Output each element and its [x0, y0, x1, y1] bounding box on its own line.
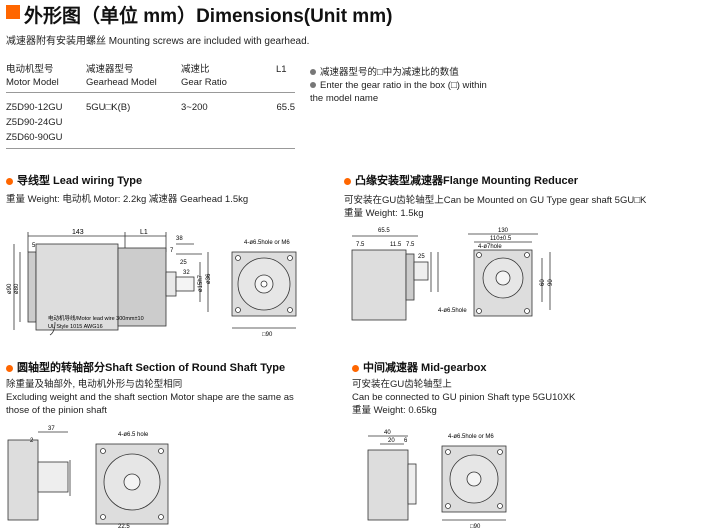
wire-label: UL Style 1015 AWG16 [48, 324, 103, 330]
dim-label: 60 [540, 279, 546, 286]
bullet-icon [310, 82, 316, 89]
table-cell [181, 115, 276, 130]
table-cell [86, 130, 181, 145]
dim-label: 4-ø6.5hole [438, 308, 467, 314]
dim-label: 4-ø6.5 hole [118, 432, 149, 438]
dim-label: 6 [404, 438, 408, 444]
gear-ratio-notes: 减速器型号的□中为减速比的数值 Enter the gear ratio in … [310, 66, 510, 105]
dim-label: 7.5 [406, 242, 415, 248]
note-line: 减速器型号的□中为减速比的数值 [310, 66, 510, 79]
dim-label: 2 [30, 438, 34, 444]
dim-label: 65.5 [378, 228, 390, 234]
table-header-l1: L1 [276, 61, 295, 93]
section-round-shaft: 圆轴型的转轴部分Shaft Section of Round Shaft Typ… [6, 359, 294, 417]
bullet-icon [6, 177, 13, 185]
dim-label: 22.5 [118, 524, 130, 530]
section-text: 除重量及轴部外, 电动机外形与齿轮型相同 [6, 379, 183, 390]
mounting-note: 减速器附有安装用螺丝 Mounting screws are included … [6, 36, 310, 47]
dim-label: 7 [170, 248, 174, 254]
table-cell: 3~200 [181, 102, 208, 113]
dim-label: 20 [388, 438, 395, 444]
table-cell [181, 130, 276, 145]
section-weight: 重量 Weight: 0.65kg [352, 405, 437, 416]
dim-label: 4-ø7hole [478, 244, 502, 250]
section-text: Excluding weight and the shaft section M… [6, 392, 294, 403]
table-cell: Z5D90-12GU [6, 102, 63, 113]
bullet-icon [344, 177, 351, 185]
dim-label: ø80 [14, 283, 20, 294]
section-weight: 重量 Weight: 电动机 Motor: 2.2kg 减速器 Gearhead… [6, 194, 249, 205]
flange-drawing: 65.5 7.5 11.5 7.5 25 130 110±0.5 4-ø7hol… [351, 228, 554, 321]
table-row: Z5D60-90GU [6, 130, 295, 145]
dim-label: 38 [176, 236, 183, 242]
dim-label: 11.5 [390, 242, 402, 248]
dim-label: L1 [140, 229, 148, 236]
note-line: the model name [310, 93, 379, 104]
title-square-icon [6, 5, 20, 19]
section-text: 可安装在GU齿轮轴型上 [352, 379, 452, 390]
table-bottom-divider [6, 148, 295, 149]
mid-gearbox-drawing: 40 20 6 4-ø6.5hole or M6 □90 [367, 430, 507, 530]
dim-label: 25 [418, 254, 425, 260]
dim-label: 110±0.5 [490, 236, 512, 242]
page-title: 外形图（单位 mm）Dimensions(Unit mm) [24, 6, 393, 27]
table-row: Z5D90-24GU [6, 115, 295, 130]
section-title: 中间减速器 Mid-gearbox [352, 359, 575, 375]
table-cell [86, 115, 181, 130]
bullet-icon [310, 69, 316, 76]
dim-label: 90 [548, 279, 554, 286]
dim-label: 7.5 [356, 242, 365, 248]
table-cell: 65.5 [276, 102, 296, 113]
section-text: those of the pinion shaft [6, 405, 107, 416]
bullet-icon [6, 364, 13, 372]
table-cell [276, 130, 295, 145]
dim-label: ø15h7 [198, 274, 204, 292]
section-weight: 重量 Weight: 1.5kg [344, 208, 424, 219]
dim-label: 5 [32, 243, 36, 249]
lead-wiring-drawing: 143 L1 5 38 7 25 32 ø15h7 ø36 ø90 ø80 电动… [7, 229, 297, 338]
dim-label: □90 [470, 524, 481, 530]
bullet-icon [352, 364, 359, 372]
section-mid-gearbox: 中间减速器 Mid-gearbox 可安装在GU齿轮轴型上 Can be con… [352, 359, 575, 417]
dim-label: 37 [48, 426, 55, 432]
wire-label: 电动机导线/Motor lead wire 300mm±10 [48, 314, 144, 322]
dim-label: 32 [183, 270, 190, 276]
dim-label: 130 [498, 228, 509, 234]
table-cell: 5GU□K(B) [86, 102, 131, 113]
dim-label: ø36 [206, 273, 212, 284]
section-title: 圆轴型的转轴部分Shaft Section of Round Shaft Typ… [6, 359, 294, 375]
dim-label: 40 [384, 430, 391, 436]
dim-label: □90 [262, 332, 273, 338]
table-row: Z5D90-12GU 5GU□K(B) 3~200 65.5 [6, 93, 295, 116]
dim-label: ø90 [7, 283, 13, 294]
dim-label: 143 [72, 229, 84, 236]
section-flange: 凸缘安装型减速器Flange Mounting Reducer 可安装在GU齿轮… [344, 172, 646, 220]
section-text: Can be connected to GU pinion Shaft type… [352, 392, 576, 403]
note-line: Enter the gear ratio in the box (□) with… [310, 79, 510, 92]
table-cell: Z5D60-90GU [6, 132, 63, 143]
dim-label: 4-ø6.5hole or M6 [448, 434, 494, 440]
dim-label: 25 [180, 260, 187, 266]
section-lead-wiring: 导线型 Lead wiring Type 重量 Weight: 电动机 Moto… [6, 172, 248, 206]
table-cell [276, 115, 295, 130]
round-shaft-drawing: 37 2 4-ø6.5 hole 22.5 [7, 426, 169, 530]
table-cell: Z5D90-24GU [6, 117, 63, 128]
section-text: 可安装在GU齿轮轴型上Can be Mounted on GU Type gea… [344, 195, 647, 206]
dim-label: 4-ø6.5hole or M6 [244, 240, 290, 246]
section-title: 凸缘安装型减速器Flange Mounting Reducer [344, 172, 646, 188]
section-title: 导线型 Lead wiring Type [6, 172, 248, 188]
